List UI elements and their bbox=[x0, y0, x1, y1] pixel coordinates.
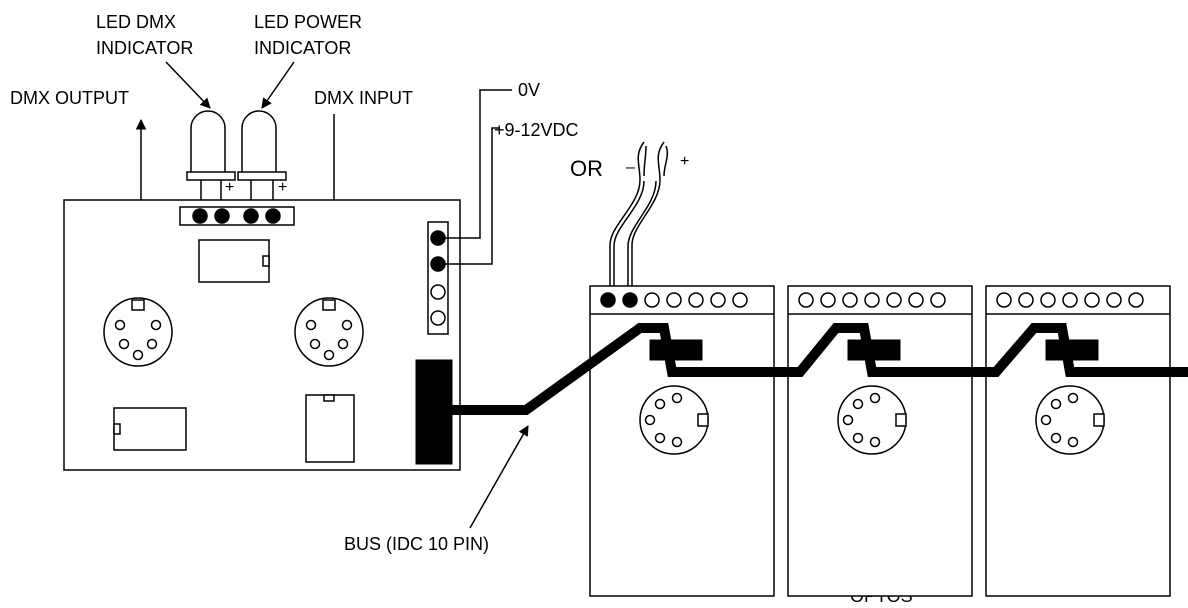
led-power-plus-sign: + bbox=[278, 179, 287, 196]
led-power-pointer-arrow bbox=[261, 61, 295, 109]
opto-module-1 bbox=[589, 285, 775, 597]
zero-v-label: 0V bbox=[518, 80, 540, 100]
led-dmx-icon bbox=[186, 110, 236, 208]
led-dmx-plus-sign: + bbox=[225, 179, 234, 196]
opto-module-3 bbox=[985, 285, 1171, 597]
dmx-input-label: DMX INPUT bbox=[314, 88, 413, 108]
zero-v-wire bbox=[445, 89, 512, 239]
dmx-output-connector-icon bbox=[103, 297, 173, 367]
opto-3-din-connector-icon bbox=[1035, 385, 1105, 455]
supply-wire bbox=[445, 127, 500, 265]
led-dmx-label-line2: INDICATOR bbox=[96, 38, 193, 58]
led-dmx-label-line1: LED DMX bbox=[96, 12, 176, 32]
led-power-label-line2: INDICATOR bbox=[254, 38, 351, 58]
main-board bbox=[63, 199, 461, 471]
ic-chip-bottom-left bbox=[113, 407, 187, 451]
or-label: OR bbox=[570, 156, 603, 181]
dmx-output-label: DMX OUTPUT bbox=[10, 88, 129, 108]
led-dmx-pointer-arrow bbox=[165, 61, 211, 109]
opto-1-din-connector-icon bbox=[639, 385, 709, 455]
led-power-label-line1: LED POWER bbox=[254, 12, 362, 32]
bus-pointer-arrow bbox=[469, 425, 529, 529]
idc-bus-connector bbox=[415, 359, 453, 465]
alt-supply-leads bbox=[609, 141, 669, 292]
ic-chip-top bbox=[198, 239, 270, 283]
opto-2-din-connector-icon bbox=[837, 385, 907, 455]
supply-voltage-label: +9-12VDC bbox=[494, 120, 579, 140]
led-header bbox=[179, 206, 295, 226]
dmx-input-connector-icon bbox=[294, 297, 364, 367]
bus-label: BUS (IDC 10 PIN) bbox=[344, 534, 489, 554]
minus-sign: – bbox=[626, 159, 635, 176]
ic-chip-bottom-right bbox=[305, 394, 355, 463]
plus-sign: + bbox=[680, 153, 689, 170]
opto-module-2 bbox=[787, 285, 973, 597]
power-terminal bbox=[427, 221, 449, 335]
bus-ribbon-cable bbox=[452, 323, 1188, 415]
